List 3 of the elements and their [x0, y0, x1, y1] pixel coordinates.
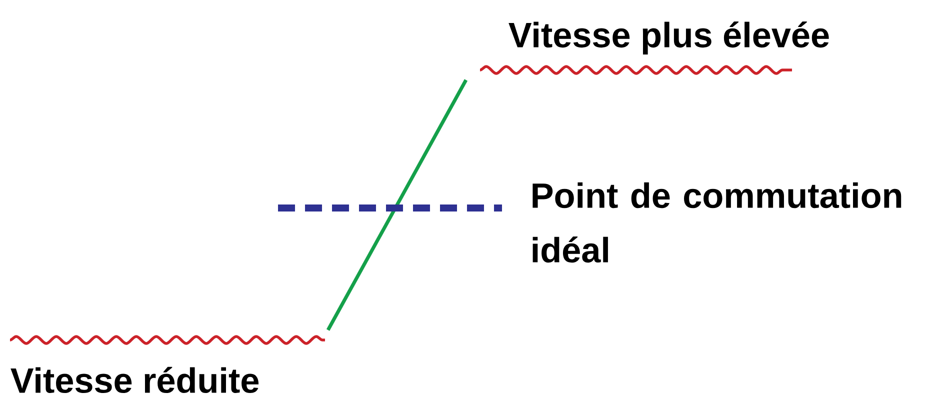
- text-label: Point de commutation idéal: [532, 182, 902, 263]
- text-label: Vitesse plus élevée: [508, 21, 829, 55]
- text-label: Vitesse réduite: [10, 366, 259, 394]
